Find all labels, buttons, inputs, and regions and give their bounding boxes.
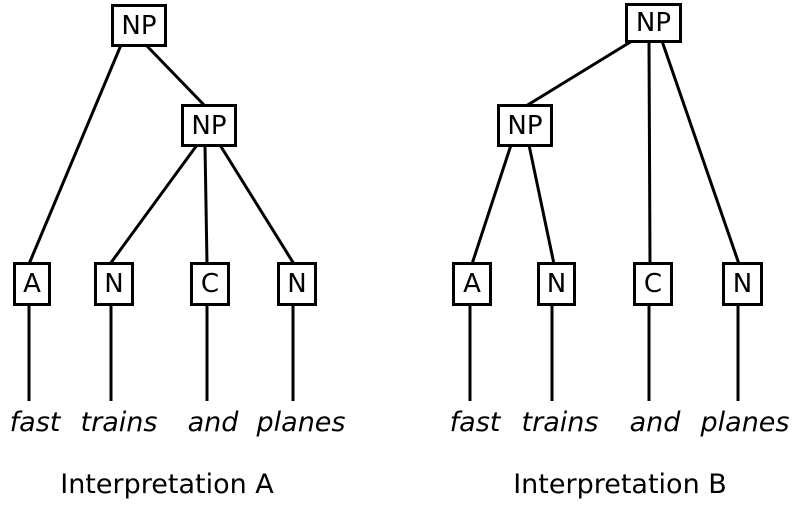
tree-a-word-and: and: [187, 407, 239, 438]
tree-b-word-planes: planes: [700, 407, 790, 438]
edge-b-inner-np-to-adjective: [470, 144, 513, 265]
edge-a-root-to-inner-np: [144, 43, 207, 108]
tree-b-inner-np-node: NP: [497, 104, 553, 147]
tree-a-word-fast: fast: [9, 407, 61, 438]
edge-b-root-to-conjunction: [647, 40, 652, 265]
tree-b-word-and: and: [629, 407, 681, 438]
tree-b-word-trains: trains: [521, 407, 599, 438]
tree-a-inner-np-node: NP: [181, 104, 237, 147]
tree-a-conjunction-node: C: [190, 262, 230, 306]
edge-a-inner-np-to-conjunction: [203, 144, 209, 265]
tree-b-conjunction-node: C: [633, 262, 673, 306]
tree-b-noun2-node: N: [722, 262, 763, 306]
tree-a-root-np-node: NP: [111, 4, 167, 47]
edge-a-root-to-adjective: [27, 44, 123, 265]
tree-b-caption: Interpretation B: [513, 469, 727, 500]
edge-b-root-to-inner-np: [525, 39, 633, 108]
tree-a-adjective-node: A: [13, 262, 51, 306]
tree-b-adjective-node: A: [452, 262, 492, 306]
edge-b-inner-np-to-noun1: [527, 144, 556, 265]
tree-a-noun2-node: N: [277, 262, 317, 306]
tree-b-word-fast: fast: [449, 407, 501, 438]
edge-b-root-to-noun2: [660, 40, 741, 265]
edge-a-inner-np-to-noun1: [108, 144, 199, 265]
tree-a-noun1-node: N: [94, 262, 134, 306]
tree-a-caption: Interpretation A: [60, 469, 274, 500]
tree-a-word-planes: planes: [256, 407, 346, 438]
tree-a-word-trains: trains: [80, 407, 158, 438]
tree-b-root-np-node: NP: [625, 3, 682, 43]
edge-a-inner-np-to-noun2: [218, 144, 296, 265]
tree-b-noun1-node: N: [537, 262, 576, 306]
